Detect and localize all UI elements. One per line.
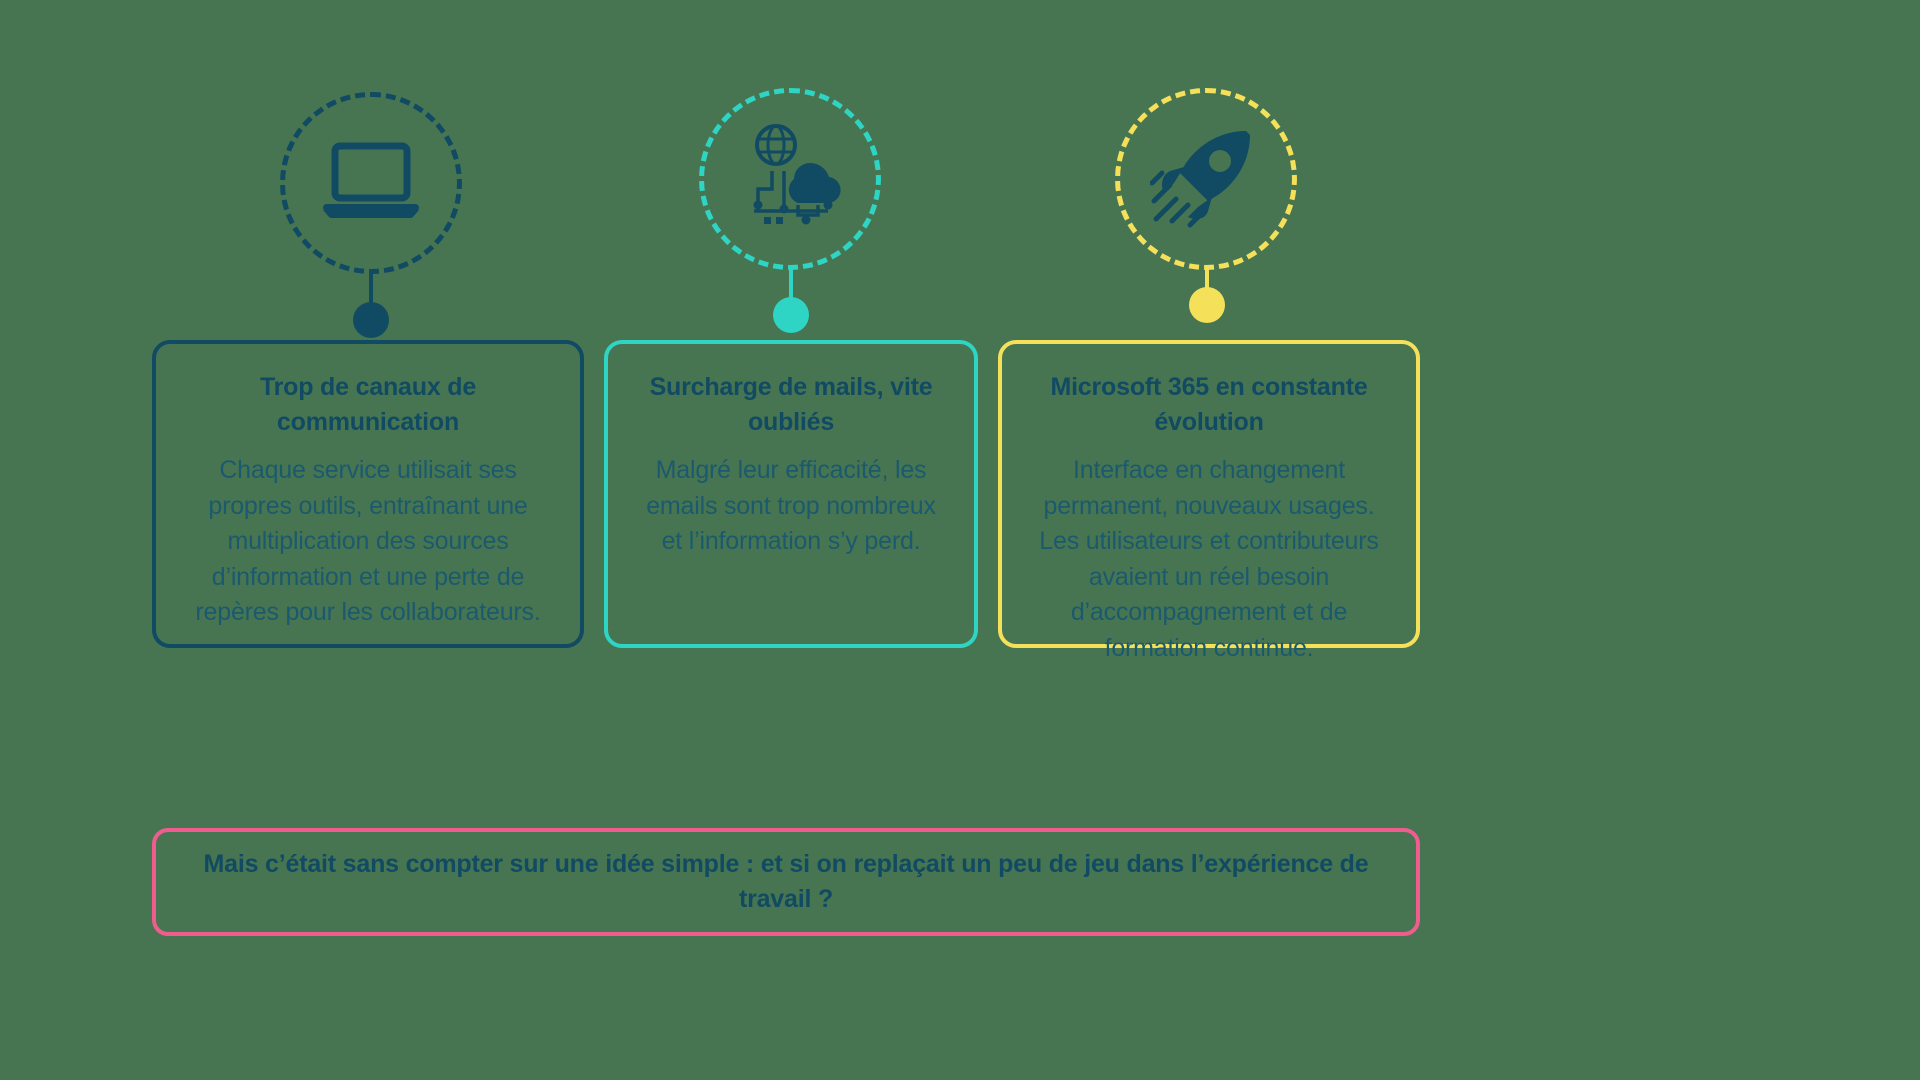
card-microsoft-365[interactable]: Microsoft 365 en constante évolution Int… bbox=[998, 340, 1420, 662]
callout-banner[interactable]: Mais c’était sans compter sur une idée s… bbox=[152, 828, 1420, 936]
card-body: Chaque service utilisait ses propres out… bbox=[195, 456, 541, 626]
card-body: Interface en changement permanent, nouve… bbox=[1039, 456, 1379, 662]
badge-rocket bbox=[1115, 88, 1297, 270]
badge-laptop bbox=[280, 92, 462, 274]
card-title: Microsoft 365 en constante évolution bbox=[1050, 373, 1368, 436]
card-mail-overload[interactable]: Surcharge de mails, vite oubliés Malgré … bbox=[604, 340, 978, 648]
rocket-icon bbox=[1149, 123, 1262, 236]
card-title: Surcharge de mails, vite oubliés bbox=[649, 373, 933, 436]
cloud-network-icon bbox=[732, 119, 848, 240]
connector-stem-1 bbox=[369, 272, 373, 316]
callout-banner-text: Mais c’était sans compter sur une idée s… bbox=[203, 849, 1369, 914]
connector-knob-2 bbox=[773, 297, 809, 333]
connector-stem-2 bbox=[789, 268, 793, 312]
badge-cloud-network bbox=[699, 88, 881, 270]
laptop-icon bbox=[319, 140, 423, 227]
connector-knob-1 bbox=[353, 302, 389, 338]
card-title: Trop de canaux de communication bbox=[259, 373, 477, 436]
connector-knob-3 bbox=[1189, 287, 1225, 323]
card-body: Malgré leur efficacité, les emails sont … bbox=[646, 456, 936, 555]
card-communication-channels[interactable]: Trop de canaux de communication Chaque s… bbox=[152, 340, 584, 648]
